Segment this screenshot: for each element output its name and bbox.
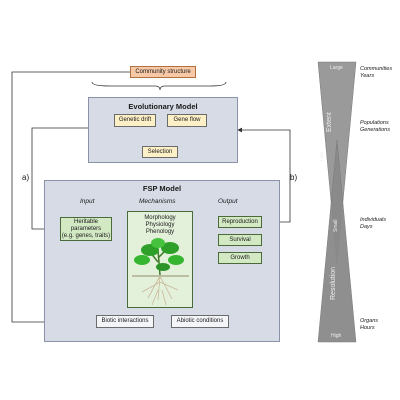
output-header: Output — [218, 198, 238, 205]
heritable-label-2: parameters — [70, 225, 102, 232]
heritable-label-3: (e.g. genes, traits) — [61, 232, 111, 239]
resolution-label: Resolution — [330, 266, 337, 300]
physiology-label: Physiology — [145, 222, 175, 228]
level-communities-b: Years — [360, 72, 375, 79]
level-populations-a: Populations — [360, 120, 389, 126]
evolutionary-model-title: Evolutionary Model — [128, 102, 198, 111]
input-header: Input — [80, 198, 95, 205]
reproduction-label: Reproduction — [222, 218, 258, 225]
panel-label-a: a) — [22, 173, 30, 182]
level-populations-b: Generations — [360, 126, 390, 133]
growth-box: Growth — [218, 252, 262, 264]
panel-label-b: b) — [290, 173, 298, 182]
mechanisms-header: Mechanisms — [139, 198, 176, 205]
heritable-label-1: Heritable — [73, 218, 98, 225]
heritable-parameters-box: Heritable parameters (e.g. genes, traits… — [60, 217, 112, 241]
level-individuals-b: Days — [360, 223, 373, 230]
genetic-drift-box: Genetic drift — [114, 114, 156, 127]
brace — [91, 81, 227, 91]
morphology-label: Morphology — [144, 215, 176, 221]
level-populations: Populations Generations — [360, 120, 390, 133]
reproduction-box: Reproduction — [218, 216, 262, 228]
gene-flow-label: Gene flow — [173, 117, 201, 123]
level-communities-a: Communities — [360, 66, 393, 72]
level-individuals-a: Individuals — [360, 217, 386, 223]
level-organs-a: Organs — [360, 318, 379, 324]
growth-label: Growth — [230, 254, 250, 261]
large-label: Large — [330, 65, 343, 71]
community-structure-box: Community structure — [130, 66, 196, 78]
survival-label: Survival — [229, 236, 251, 243]
genetic-drift-label: Genetic drift — [118, 117, 152, 123]
selection-label: Selection — [147, 148, 173, 155]
survival-box: Survival — [218, 234, 262, 246]
gene-flow-box: Gene flow — [167, 114, 207, 127]
level-individuals: Individuals Days — [360, 217, 386, 230]
biotic-interactions-box: Biotic interactions — [96, 315, 154, 328]
level-organs-b: Hours — [360, 324, 375, 331]
biotic-interactions-label: Biotic interactions — [101, 318, 149, 324]
abiotic-conditions-box: Abiotic conditions — [171, 315, 229, 328]
community-structure-label: Community structure — [135, 68, 191, 75]
extent-label: Extent — [326, 112, 333, 132]
level-communities: Communities Years — [360, 66, 392, 79]
resolution-triangle — [317, 139, 357, 343]
low-label: Low — [319, 151, 325, 161]
abiotic-conditions-label: Abiotic conditions — [176, 318, 224, 324]
fsp-model-title: FSP Model — [142, 184, 182, 193]
selection-box: Selection — [142, 146, 178, 158]
high-label: High — [331, 333, 342, 339]
small-label: Small — [333, 219, 339, 232]
level-organs: Organs Hours — [360, 318, 378, 331]
phenology-label: Phenology — [145, 229, 175, 235]
